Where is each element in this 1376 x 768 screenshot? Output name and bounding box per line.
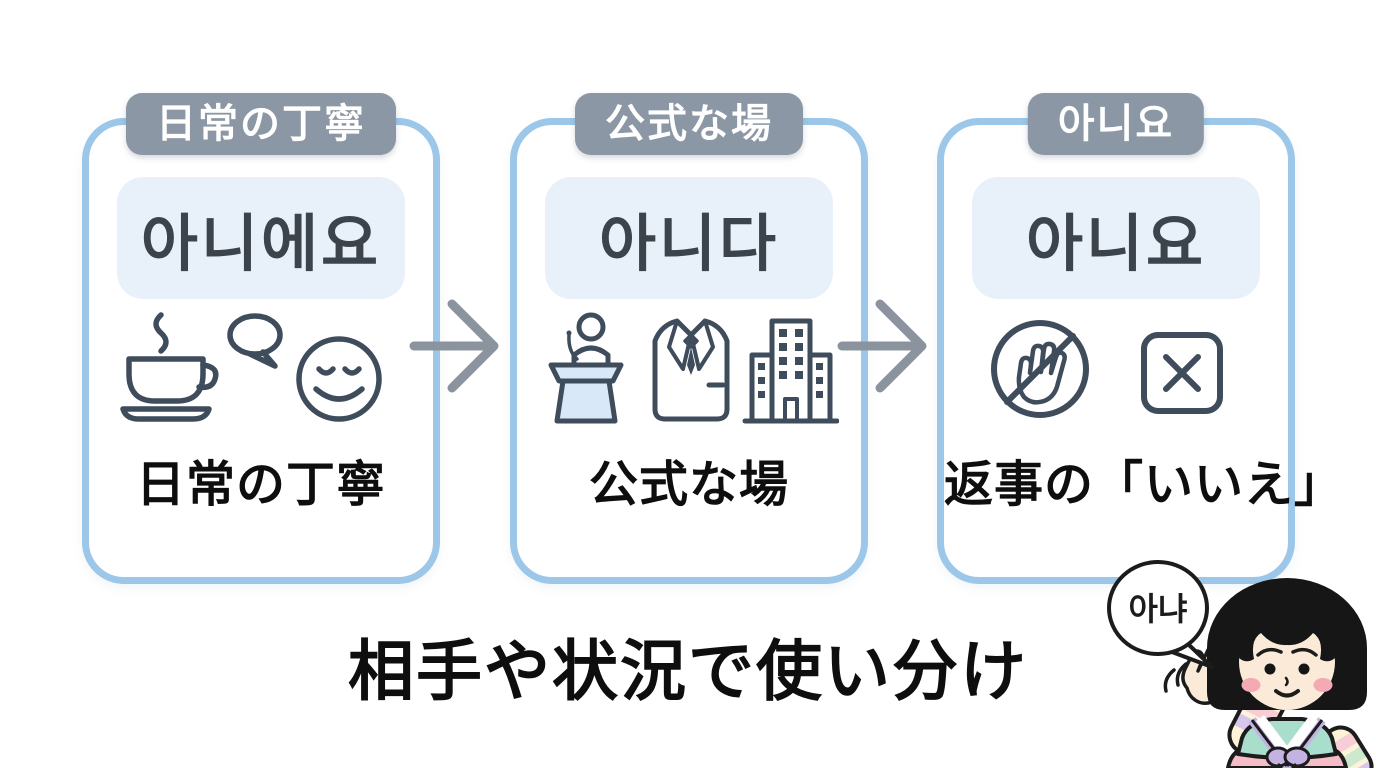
korean-word-box: 아니다 bbox=[545, 177, 833, 299]
eye-left bbox=[1264, 663, 1276, 675]
right-arrow-icon bbox=[409, 299, 499, 393]
korean-word: 아니에요 bbox=[140, 210, 382, 279]
nose bbox=[1284, 676, 1289, 687]
everyday-icons bbox=[120, 312, 382, 422]
face bbox=[1239, 614, 1335, 710]
korean-word-box: 아니요 bbox=[972, 177, 1260, 299]
icons-row bbox=[944, 309, 1288, 433]
suit-jacket-icon bbox=[652, 318, 730, 422]
bangs bbox=[1239, 606, 1335, 662]
coffee-cup-icon bbox=[120, 312, 219, 422]
card-label: 日常の丁寧 bbox=[135, 458, 386, 512]
card-label: 返事の「いいえ」 bbox=[944, 458, 1345, 512]
korean-word: 아니다 bbox=[598, 210, 780, 279]
speech-bubble-icon bbox=[227, 313, 283, 369]
office-building-icon bbox=[742, 318, 839, 424]
stop-hand-prohibited-icon bbox=[991, 320, 1089, 418]
card-badge: 아니요 bbox=[1027, 93, 1205, 155]
korean-word-box: 아니에요 bbox=[117, 177, 405, 299]
eyebrow-left bbox=[1256, 647, 1283, 657]
card-badge: 日常の丁寧 bbox=[126, 93, 396, 155]
korean-word: 아니요 bbox=[1025, 210, 1207, 279]
right-arrow-icon bbox=[837, 299, 927, 393]
card-reply-no: 아니요 아니요 返事の「いいえ」 bbox=[937, 93, 1345, 584]
hanbok-girl-illustration: 아냐 bbox=[1107, 560, 1376, 768]
blush-right bbox=[1313, 678, 1333, 692]
x-mark-box-icon bbox=[1141, 332, 1223, 414]
icons-row bbox=[517, 309, 861, 433]
blush-left bbox=[1241, 678, 1261, 692]
eye-right bbox=[1298, 663, 1310, 675]
card-everyday-polite: 日常の丁寧 아니에요 bbox=[82, 93, 440, 584]
card-formal-setting: 公式な場 아니다 bbox=[510, 93, 868, 584]
main-title: 相手や状況で使い分け bbox=[348, 634, 1028, 708]
hanbok-ribbon-bow bbox=[1265, 746, 1311, 768]
wave-motion-lines bbox=[1163, 662, 1188, 693]
smiley-face-icon bbox=[296, 336, 382, 422]
card-label: 公式な場 bbox=[588, 458, 789, 512]
speech-bubble-text: 아냐 bbox=[1129, 591, 1188, 627]
eyebrow-right bbox=[1291, 647, 1318, 657]
speech-bubble: 아냐 bbox=[1107, 560, 1214, 669]
card-badge: 公式な場 bbox=[575, 93, 803, 155]
formal-icons bbox=[548, 312, 839, 424]
icons-row bbox=[89, 309, 433, 433]
podium-speaker-icon bbox=[548, 312, 624, 424]
mouth bbox=[1274, 689, 1300, 698]
reply-no-icons bbox=[991, 320, 1223, 418]
